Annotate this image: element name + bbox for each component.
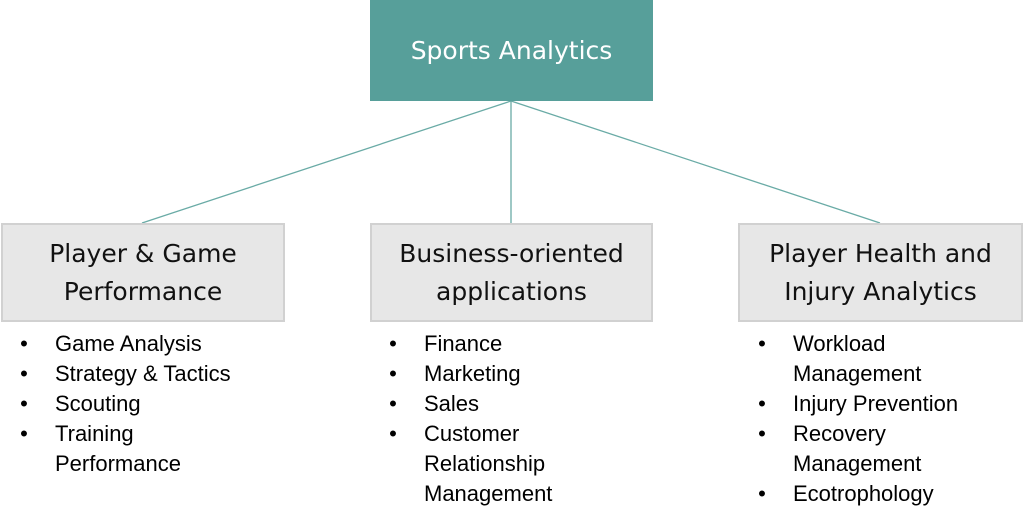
bullet-icon: •	[389, 331, 397, 356]
bullet-icon: •	[20, 391, 28, 416]
list-item: •Recovery Management	[752, 419, 958, 479]
bullet-icon: •	[758, 481, 766, 506]
root-node-sports-analytics: Sports Analytics	[370, 0, 653, 101]
bullet-icon: •	[389, 361, 397, 386]
bullet-icon: •	[389, 391, 397, 416]
category-title: Player & Game Performance	[49, 238, 237, 306]
connector-right	[510, 100, 881, 224]
category-player-game-performance: Player & Game Performance	[1, 223, 285, 322]
category-business-oriented: Business-oriented applications	[370, 223, 653, 322]
connector-left	[141, 100, 512, 224]
list-item: •Finance	[383, 329, 552, 359]
bullet-icon: •	[758, 421, 766, 446]
list-item: •Game Analysis	[14, 329, 231, 359]
root-node-label: Sports Analytics	[410, 36, 613, 65]
bullet-icon: •	[20, 361, 28, 386]
list-business-oriented: •Finance •Marketing •Sales •Customer Rel…	[383, 329, 552, 509]
list-item: •Injury Prevention	[752, 389, 958, 419]
bullet-icon: •	[20, 421, 28, 446]
list-item: •Workload Management	[752, 329, 958, 389]
category-title: Business-oriented applications	[399, 238, 624, 306]
list-player-game-performance: •Game Analysis •Strategy & Tactics •Scou…	[14, 329, 231, 479]
list-item: •Training Performance	[14, 419, 231, 479]
bullet-icon: •	[20, 331, 28, 356]
list-item: •Customer Relationship Management	[383, 419, 552, 509]
bullet-icon: •	[389, 421, 397, 446]
list-item: •Strategy & Tactics	[14, 359, 231, 389]
list-player-health-injury: •Workload Management •Injury Prevention …	[752, 329, 958, 509]
list-item: •Scouting	[14, 389, 231, 419]
category-player-health-injury: Player Health and Injury Analytics	[738, 223, 1023, 322]
list-item: •Sales	[383, 389, 552, 419]
list-item: •Ecotrophology	[752, 479, 958, 509]
bullet-icon: •	[758, 391, 766, 416]
bullet-icon: •	[758, 331, 766, 356]
list-item: •Marketing	[383, 359, 552, 389]
category-title: Player Health and Injury Analytics	[769, 238, 992, 306]
